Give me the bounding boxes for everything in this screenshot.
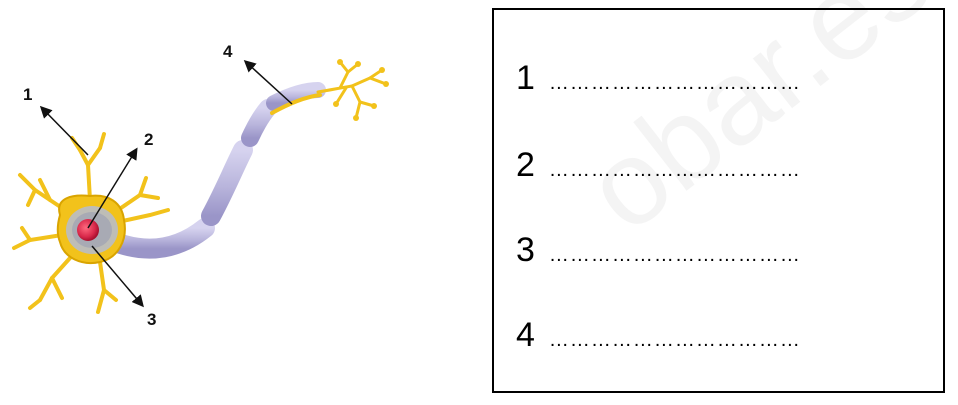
label-2: 2 — [144, 130, 154, 149]
answer-blank[interactable]: ……………………………… — [548, 244, 801, 266]
nucleus — [77, 219, 99, 241]
answer-blank[interactable]: ……………………………… — [548, 159, 801, 181]
axon-terminals — [316, 60, 388, 120]
answer-blank[interactable]: ……………………………… — [548, 72, 801, 94]
label-3: 3 — [147, 310, 157, 329]
label-4: 4 — [223, 42, 233, 61]
neuron-diagram — [12, 59, 389, 314]
answer-row-4[interactable]: 4 ……………………………… — [516, 315, 801, 355]
answer-row-1[interactable]: 1 ……………………………… — [516, 58, 801, 98]
label-arrows — [39, 59, 293, 308]
answer-row-3[interactable]: 3 ……………………………… — [516, 230, 801, 270]
answer-box: 1 ……………………………… 2 ……………………………… 3 ……………………………… — [492, 8, 945, 393]
answer-row-2[interactable]: 2 ……………………………… — [516, 145, 801, 185]
answer-number: 4 — [516, 316, 535, 354]
answer-number: 1 — [516, 59, 535, 97]
axon — [105, 82, 326, 259]
answer-number: 2 — [516, 146, 535, 184]
dendrites — [12, 132, 170, 314]
label-1: 1 — [23, 85, 33, 104]
answer-blank[interactable]: ……………………………… — [548, 329, 801, 351]
axon-terminal-knobs — [333, 59, 389, 121]
answer-number: 3 — [516, 231, 535, 269]
